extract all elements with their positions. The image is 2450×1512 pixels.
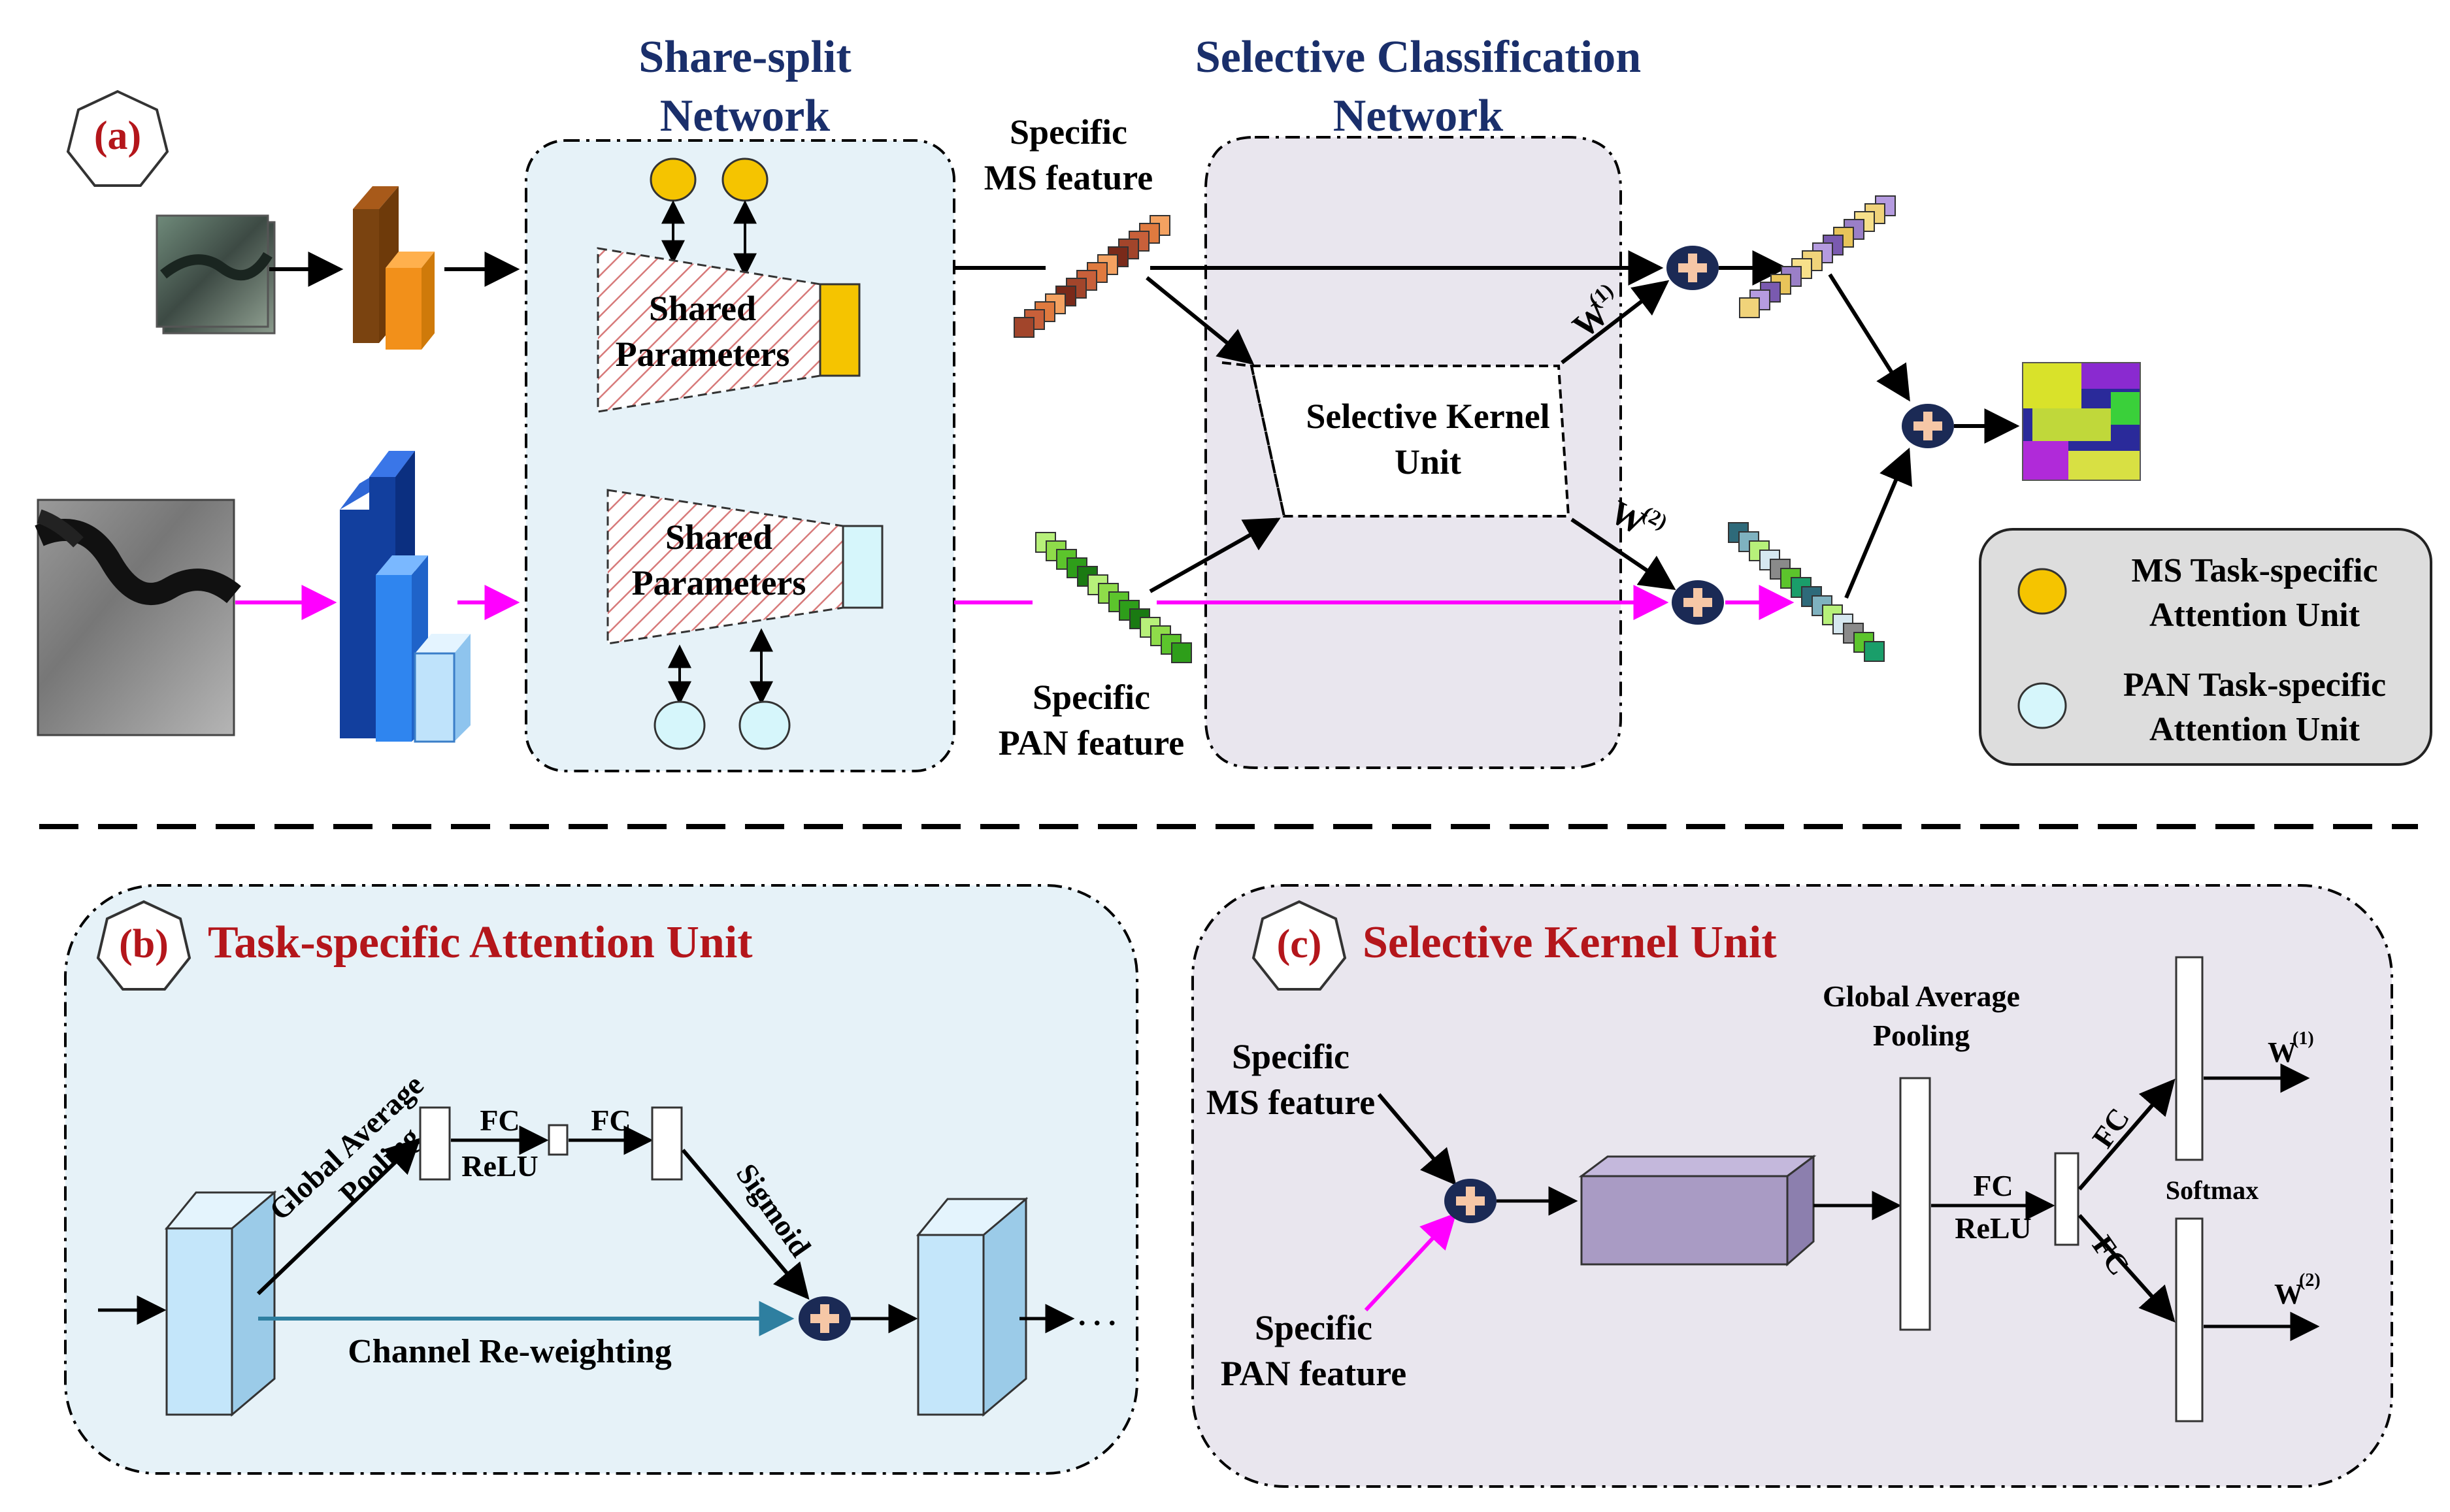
w2-vector xyxy=(2175,1217,2204,1422)
pan-attention-units xyxy=(654,628,791,750)
pan-cnn-blocks xyxy=(340,451,471,743)
c-pan-feature-2: PAN feature xyxy=(1221,1354,1406,1393)
w1-vector xyxy=(2175,956,2204,1161)
panel-c-tag: (c) xyxy=(1277,922,1322,966)
sk-unit-label-1: Selective Kernel xyxy=(1306,397,1549,436)
c-fc-relu-2: ReLU xyxy=(1955,1211,2032,1245)
ms-feature-label-1: Specific xyxy=(1010,112,1127,152)
shared-params-bottom-2: Parameters xyxy=(632,563,806,602)
legend-pan-1: PAN Task-specific xyxy=(2123,666,2386,704)
c-w1-sup: (1) xyxy=(2293,1028,2314,1049)
c-squeeze-vector xyxy=(2054,1152,2079,1246)
heptagon-badge-icon xyxy=(96,900,191,991)
c-gap-label-1: Global Average xyxy=(1823,979,2020,1013)
ms-cnn-blocks xyxy=(353,186,435,350)
pan-feature-vector xyxy=(1035,532,1192,663)
squeeze-vector xyxy=(548,1124,569,1156)
plus-circle-icon xyxy=(1666,246,1719,290)
c-pan-feature-1: Specific xyxy=(1255,1308,1372,1347)
input-feature-block xyxy=(164,1190,277,1417)
c-w2-label: W xyxy=(2274,1278,2303,1310)
c-ms-feature-2: MS feature xyxy=(1206,1083,1375,1122)
feature-cell xyxy=(1014,317,1035,338)
shared-params-top-2: Parameters xyxy=(616,335,790,374)
share-split-network-box xyxy=(525,139,955,772)
c-gap-label-2: Pooling xyxy=(1873,1019,1970,1052)
softmax-label: Softmax xyxy=(2166,1175,2259,1205)
share-split-title-1: Share-split xyxy=(638,32,851,82)
plus-circle-icon xyxy=(1672,580,1724,625)
fc-label: FC xyxy=(591,1104,631,1137)
classification-map-image xyxy=(2022,362,2141,481)
ms-feature-vector xyxy=(1014,215,1170,338)
c-gap-vector xyxy=(1899,1077,1931,1331)
pan-feature-label-2: PAN feature xyxy=(999,723,1184,763)
feature-cell xyxy=(1739,297,1760,318)
selective-kernel-unit-shape xyxy=(1250,365,1570,518)
legend-ms-2: Attention Unit xyxy=(2149,597,2360,634)
panel-b-tag: (b) xyxy=(119,922,169,966)
plus-circle-icon xyxy=(1902,404,1954,448)
c-ms-feature-1: Specific xyxy=(1232,1037,1349,1076)
fused-feature-vector-top xyxy=(1739,195,1896,318)
fused-feature-block xyxy=(1578,1155,1817,1267)
panel-c-title: Selective Kernel Unit xyxy=(1363,917,1777,968)
plus-circle-icon xyxy=(1444,1179,1497,1223)
panel-b: (b) Task-specific Attention Unit Global … xyxy=(64,884,1138,1475)
ms-attention-units xyxy=(650,157,769,277)
pan-feature-label-1: Specific xyxy=(1033,678,1150,717)
fc-relu-label-1: FC xyxy=(480,1104,520,1137)
c-fc-relu-1: FC xyxy=(1973,1169,2013,1202)
pan-attention-legend-swatch xyxy=(2017,682,2067,729)
selective-title-2: Network xyxy=(1333,91,1504,141)
c-w2-sup: (2) xyxy=(2299,1270,2321,1290)
output-feature-block xyxy=(916,1196,1029,1417)
panel-a: (a) Share-split Network Selective Classi… xyxy=(35,32,2432,772)
pan-shared-output xyxy=(842,525,884,609)
ms-attention-legend-swatch xyxy=(2017,568,2067,615)
fc-relu-label-2: ReLU xyxy=(461,1149,538,1183)
legend-box xyxy=(1979,528,2432,766)
legend-pan-2: Attention Unit xyxy=(2149,711,2360,748)
pan-input-image xyxy=(35,499,241,736)
fused-feature-vector-bottom xyxy=(1728,522,1885,662)
panel-b-box xyxy=(64,884,1138,1475)
panel-c: (c) Selective Kernel Unit Specific MS fe… xyxy=(1191,884,2393,1488)
legend-ms-1: MS Task-specific xyxy=(2131,552,2377,589)
gap-vector xyxy=(419,1106,451,1181)
feature-cell xyxy=(1864,641,1885,662)
heptagon-badge-icon xyxy=(66,90,169,187)
share-split-title-2: Network xyxy=(660,91,831,141)
plus-circle-icon xyxy=(799,1296,851,1341)
ms-input-image xyxy=(156,214,276,335)
shared-params-bottom-1: Shared xyxy=(665,518,772,557)
c-w1-label: W xyxy=(2268,1036,2296,1068)
feature-cell xyxy=(1171,642,1192,663)
ms-shared-output xyxy=(819,283,861,377)
sk-unit-label-2: Unit xyxy=(1395,442,1461,482)
excite-vector xyxy=(651,1106,683,1181)
shared-params-top-1: Shared xyxy=(649,289,756,328)
panel-b-title: Task-specific Attention Unit xyxy=(208,917,753,968)
reweight-label: Channel Re-weighting xyxy=(348,1333,671,1370)
selective-title-1: Selective Classification xyxy=(1195,32,1641,82)
heptagon-badge-icon xyxy=(1251,900,1347,991)
continuation-dots: . . . xyxy=(1078,1298,1116,1332)
panel-a-tag: (a) xyxy=(94,114,141,158)
ms-feature-label-2: MS feature xyxy=(984,158,1153,197)
